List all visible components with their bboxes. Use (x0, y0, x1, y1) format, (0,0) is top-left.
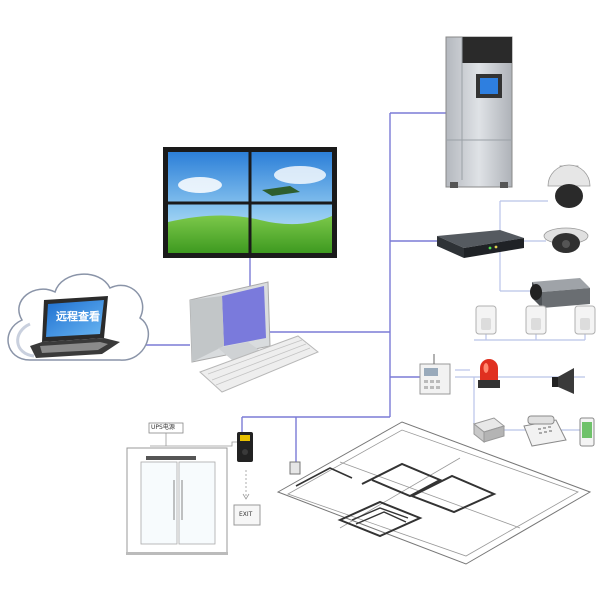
alarm-panel-icon[interactable] (419, 354, 451, 395)
detector-icon[interactable] (472, 417, 506, 444)
leak-detection-cable-floor-icon[interactable] (276, 421, 592, 565)
box-camera-icon[interactable] (530, 278, 590, 308)
ups-power-label: UPS电源 (151, 424, 175, 431)
telephone-icon[interactable] (523, 415, 567, 447)
water-leak-sensor-icon[interactable] (289, 461, 301, 475)
laptop-icon[interactable] (30, 296, 120, 358)
pir-sensor-icon[interactable] (475, 305, 596, 335)
video-wall-icon[interactable] (163, 147, 337, 258)
siren-icon[interactable] (552, 368, 574, 394)
exit-button-label: EXIT (239, 511, 253, 518)
remote-view-label: 远程查看 (56, 310, 100, 323)
exit-button-icon[interactable] (233, 504, 261, 526)
desktop-computer-icon[interactable] (189, 281, 319, 393)
dvr-recorder-icon[interactable] (437, 230, 524, 258)
door-wiring (150, 433, 250, 500)
access-control-reader-icon[interactable] (237, 432, 253, 462)
speed-dome-camera-icon[interactable] (547, 164, 591, 208)
alarm-light-icon[interactable] (478, 359, 500, 388)
glass-door-icon[interactable] (126, 447, 228, 555)
dome-camera-icon[interactable] (543, 227, 589, 253)
mobile-phone-icon[interactable] (579, 417, 595, 447)
precision-air-conditioner-icon[interactable] (445, 36, 513, 188)
